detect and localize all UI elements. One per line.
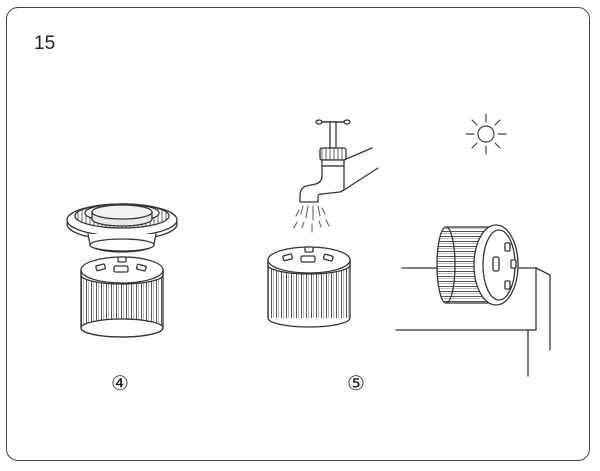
step-label-5: ⑤ bbox=[347, 373, 365, 395]
sun-icon bbox=[465, 113, 507, 155]
step-label-4: ④ bbox=[111, 373, 129, 395]
filter-cartridge-icon bbox=[436, 224, 519, 306]
water-drops-icon bbox=[293, 205, 330, 233]
page-number: 15 bbox=[34, 33, 56, 54]
filter-cartridge-icon bbox=[267, 246, 351, 328]
diagram-frame bbox=[6, 7, 590, 461]
water-tap-icon bbox=[299, 119, 379, 203]
filter-cap-icon bbox=[66, 203, 178, 253]
filter-cartridge-icon bbox=[80, 256, 164, 338]
